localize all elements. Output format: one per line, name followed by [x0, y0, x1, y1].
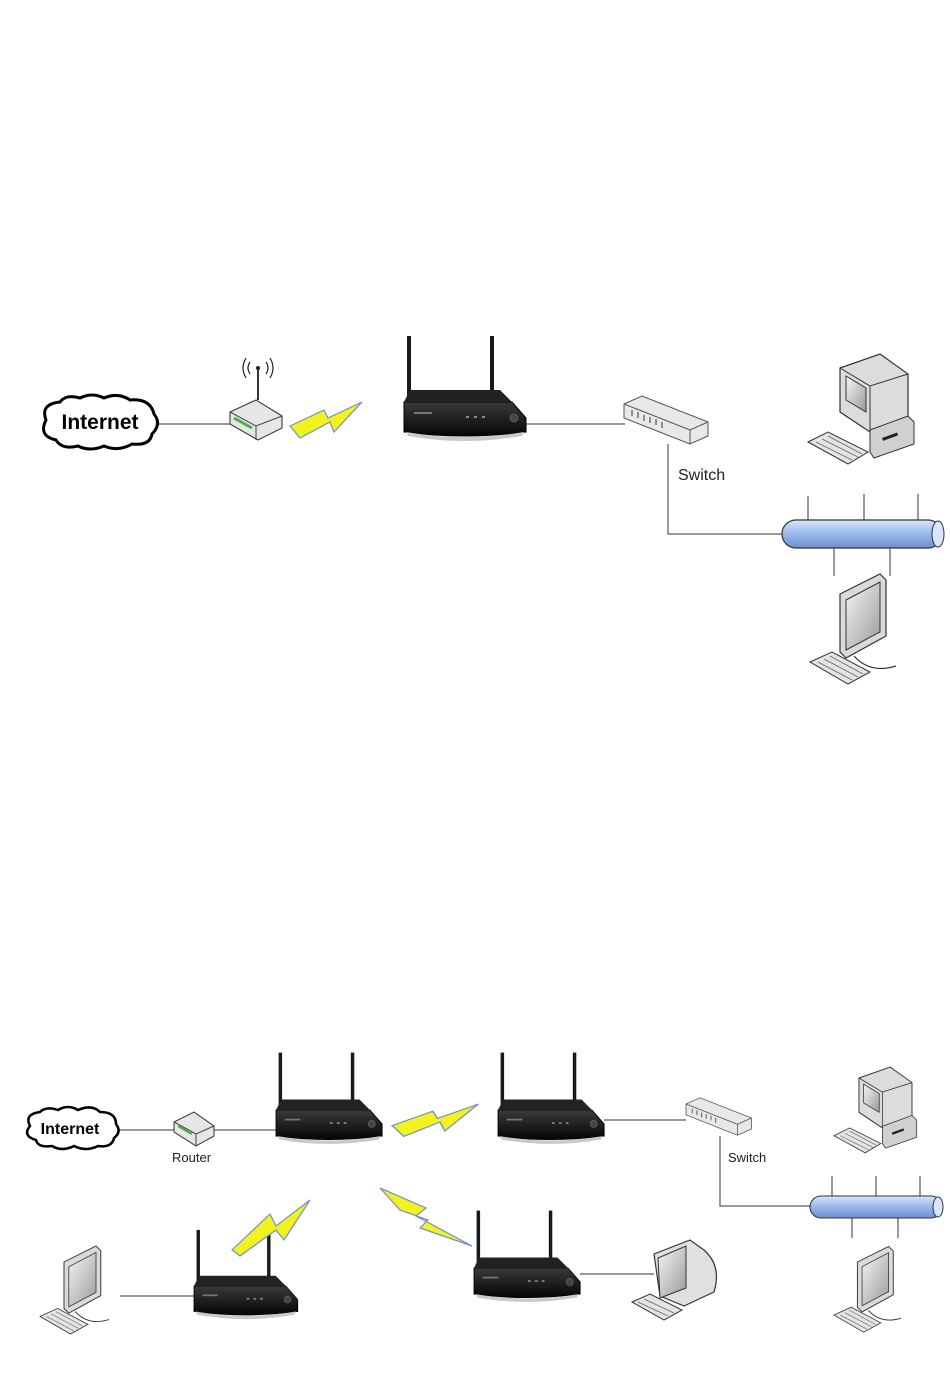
crt-monitor-icon [632, 1240, 716, 1320]
wireless-link-icon [290, 402, 362, 438]
wireless-router-icon [230, 358, 282, 440]
diagram-1: Internet Switch [44, 336, 944, 684]
desktop-pc-icon [834, 1067, 917, 1153]
access-point-1-icon [276, 1053, 382, 1144]
switch-label: Switch [728, 1150, 766, 1165]
network-bus [782, 494, 944, 576]
internet-label: Internet [61, 411, 138, 434]
internet-label: Internet [41, 1121, 100, 1138]
diagram-2: Internet Router Switch [27, 1053, 943, 1334]
wireless-link-icon [380, 1188, 472, 1246]
internet-cloud-icon: Internet [27, 1107, 118, 1149]
switch-icon [624, 396, 708, 444]
monitor-pc-right-icon [834, 1246, 901, 1332]
switch-label: Switch [678, 467, 725, 484]
router-icon [174, 1112, 214, 1146]
link-switch-bus [668, 444, 782, 534]
monitor-pc-left-icon [40, 1246, 109, 1334]
access-point-2-icon [498, 1053, 604, 1144]
internet-cloud-icon: Internet [44, 395, 158, 449]
link-switch-bus [720, 1136, 810, 1206]
switch-icon [686, 1098, 752, 1135]
network-bus [810, 1176, 943, 1238]
router-label: Router [172, 1150, 212, 1165]
access-point-icon [404, 336, 526, 441]
wireless-link-icon [392, 1104, 478, 1136]
wireless-link-icon [232, 1200, 310, 1256]
access-point-4-icon [474, 1211, 580, 1302]
monitor-pc-icon [810, 574, 896, 684]
desktop-pc-icon [808, 354, 914, 464]
